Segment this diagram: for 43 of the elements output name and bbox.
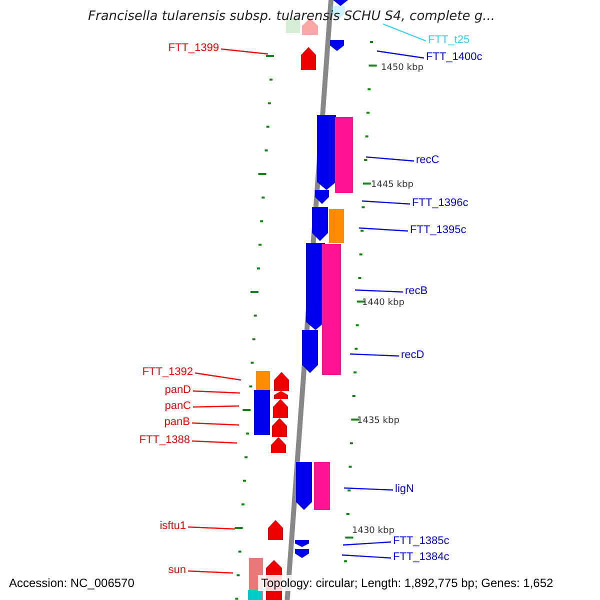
scale-label: 1440 kbp (362, 298, 404, 308)
leader-line (344, 487, 394, 491)
scale-label: 1450 kbp (381, 63, 424, 73)
leader-line (192, 422, 240, 426)
gene-label: ligN (395, 482, 414, 496)
gene-label: panD (164, 384, 191, 396)
gene-label: FTT_t25 (428, 34, 470, 46)
gene-label: FTT_1388 (139, 434, 190, 446)
gene-label: FTT_1395c (410, 224, 466, 236)
footer-text: Accession: NC_006570 (8, 575, 136, 591)
leader-line (350, 353, 400, 357)
leader-line (366, 156, 414, 162)
leader-line (376, 50, 424, 59)
gene-label: FTT_1385c (393, 534, 450, 548)
scale-label: 1445 kbp (371, 180, 414, 190)
gene-label: FTT_1396c (412, 196, 468, 210)
gene-label: isftu1 (160, 520, 186, 532)
gene-label: FTT_1384c (393, 550, 450, 564)
title: Francisella tularensis subsp. tularensis SCHU S4, complete g... (88, 9, 496, 24)
gene-label: FTT_1400c (426, 50, 482, 64)
leader-line (192, 390, 240, 394)
scale-label: 1435 kbp (357, 416, 400, 426)
leader-line (362, 200, 410, 205)
leader-line (220, 48, 268, 55)
leader-line (192, 440, 238, 444)
leader-line (188, 570, 234, 574)
leader-line (342, 554, 392, 559)
gene-label: FTT_1399 (168, 42, 219, 54)
leader-line (342, 541, 392, 546)
leader-line (358, 227, 408, 232)
scale-label: 1430 kbp (352, 526, 394, 536)
leader-line (192, 405, 240, 408)
gene-label: recD (401, 348, 424, 362)
leader-line (194, 372, 242, 381)
gene-label: recB (405, 284, 428, 298)
leader-line (382, 23, 426, 42)
gene-label: FTT_1392 (142, 366, 193, 378)
gene-label: sun (168, 564, 186, 576)
leader-line (354, 289, 404, 293)
leader-line (188, 526, 236, 530)
gene-label: panB (164, 416, 190, 428)
gene-label: panC (164, 400, 191, 412)
gene-label: recC (416, 154, 440, 166)
